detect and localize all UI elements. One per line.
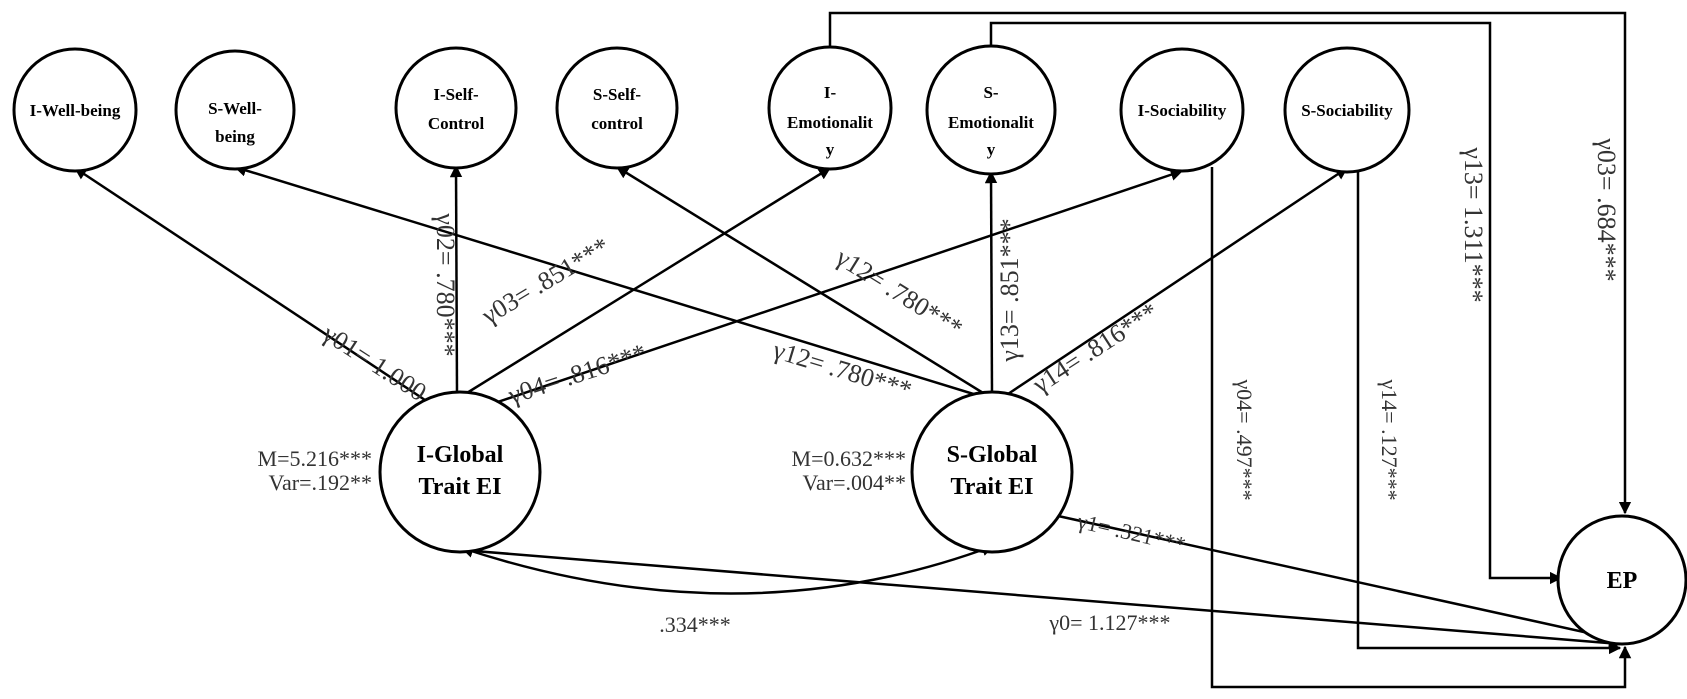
path-semotionality-ep [989,21,1563,585]
path-iemotionality-ep [828,11,1632,515]
coef-g12-upper: γ12= .780*** [830,242,968,343]
node-i-wellbeing: I-Well-being [12,47,138,173]
coef-g04: γ04= .816*** [504,338,650,410]
coef-g14-ep: γ14= .127*** [1377,378,1402,500]
node-ep: EP [1556,514,1687,646]
latent-stats: M=5.216*** Var=.192** M=0.632*** Var=.00… [258,446,906,495]
node-i-emotionality: I- Emotionalit y [767,45,893,171]
coef-g13-ep: γ13= 1.311*** [1459,146,1488,302]
node-label: I- [824,83,837,102]
node-label: S- [983,83,998,102]
path-iglobal-iemotionality [461,166,832,398]
node-label: S-Global [947,442,1038,468]
node-label: I-Global [417,442,504,468]
path-sglobal-ep [1039,510,1622,644]
node-label: S-Well- [208,99,262,118]
node-label: Control [428,114,485,133]
node-label: Trait EI [419,474,502,500]
node-s-sociability: S-Sociability [1283,46,1411,174]
node-label: I-Well-being [30,101,121,120]
coef-g03-ep: γ03= .684*** [1592,137,1621,281]
path-sglobal-swellbeing [233,164,981,398]
coef-g01: γ01= 1.000 [317,318,432,407]
node-label: Trait EI [951,474,1034,500]
path-iglobal-ep [461,548,1622,650]
path-iglobal-isociability [473,168,1184,412]
node-label: S-Sociability [1301,101,1393,120]
node-s-emotionality: S- Emotionalit y [925,44,1057,176]
path-isociability-ep [1210,167,1632,689]
coef-g1: γ1= .321*** [1074,508,1188,557]
node-i-sociability: I-Sociability [1119,47,1245,173]
coef-covariance: .334*** [659,612,731,637]
node-s-global-trait-ei: S-Global Trait EI [910,390,1074,554]
node-label: Emotionalit [787,113,873,132]
node-i-global-trait-ei: I-Global Trait EI [378,390,542,554]
coef-g02: γ02= .780*** [431,212,460,356]
node-label: control [591,114,643,133]
node-label: I-Sociability [1138,101,1227,120]
node-label: S-Self- [593,85,642,104]
node-label: being [215,127,255,146]
coef-g0: γ0= 1.127*** [1048,610,1170,635]
path-sglobal-sselfcontrol [615,165,989,398]
path-sglobal-ssociability [1001,166,1349,400]
s-global-mean: M=0.632*** [792,446,906,471]
node-label: I-Self- [433,85,479,104]
node-label: y [987,140,996,159]
path-iglobal-iwellbeing [73,166,429,404]
coef-g14: γ14= .816*** [1027,297,1164,400]
path-iglobal-iselfcontrol [449,164,463,395]
i-global-mean: M=5.216*** [258,446,372,471]
paths [73,11,1632,689]
node-label: y [826,140,835,159]
coef-g12-lower: γ12= .780*** [769,335,915,405]
coef-g13-vertical: γ13= .851*** [995,218,1024,362]
node-s-selfcontrol: S-Self- control [555,46,679,170]
i-global-variance: Var=.192** [269,470,372,495]
node-label: EP [1607,568,1638,594]
coef-g04-ep: γ04= .497*** [1232,378,1257,500]
node-label: Emotionalit [948,113,1034,132]
node-i-selfcontrol: I-Self- Control [394,46,518,170]
path-sglobal-semotionality [984,170,998,395]
path-ssociability-ep [1356,167,1622,655]
covariance-curve [460,544,995,595]
s-global-variance: Var=.004** [803,470,906,495]
node-s-wellbeing: S-Well- being [174,49,296,171]
